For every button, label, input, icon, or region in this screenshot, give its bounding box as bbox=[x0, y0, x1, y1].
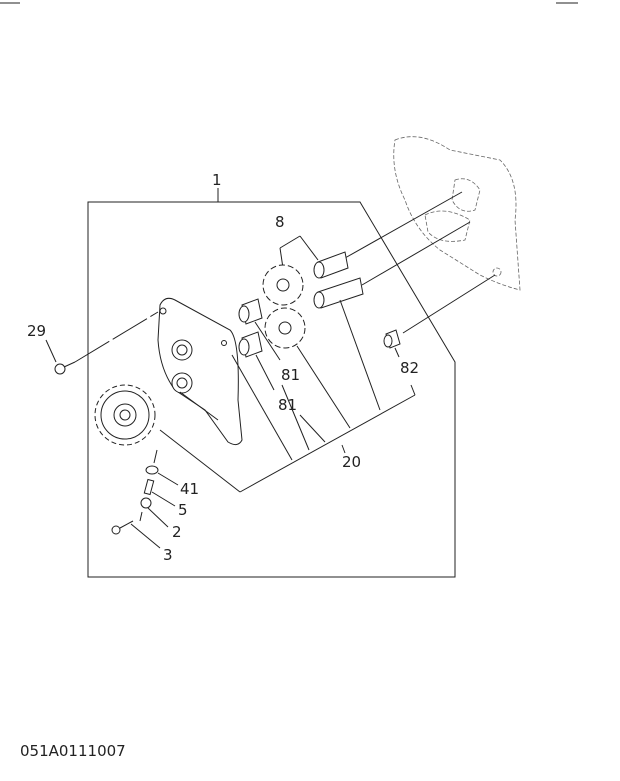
bolt-29 bbox=[54, 361, 76, 375]
pin-81-upper bbox=[238, 298, 263, 325]
callout-41: 41 bbox=[180, 480, 199, 498]
inner-gear-upper bbox=[262, 264, 304, 306]
bushing-82 bbox=[383, 329, 401, 349]
callout-3: 3 bbox=[163, 546, 173, 564]
drawing-number: 051A0111007 bbox=[20, 742, 126, 760]
pin-81-lower bbox=[238, 331, 263, 358]
callout-29: 29 bbox=[27, 322, 46, 340]
o-ring-41 bbox=[145, 465, 159, 475]
callout-20: 20 bbox=[342, 453, 361, 471]
pin-8-upper bbox=[313, 251, 349, 279]
callout-8: 8 bbox=[275, 213, 285, 231]
spring-5 bbox=[143, 478, 155, 496]
plunger-2 bbox=[140, 497, 152, 509]
callout-2: 2 bbox=[172, 523, 182, 541]
pin-8-lower bbox=[313, 277, 364, 309]
assembly-frame bbox=[87, 201, 456, 578]
callout-82: 82 bbox=[400, 359, 419, 377]
plug-3 bbox=[111, 520, 134, 535]
inner-gear-lower bbox=[264, 307, 306, 349]
callout-81-upper: 81 bbox=[281, 366, 300, 384]
engine-block-sketch bbox=[393, 136, 521, 291]
drive-gear bbox=[94, 384, 156, 446]
callout-1: 1 bbox=[212, 171, 222, 189]
oil-pump-body bbox=[157, 297, 243, 446]
callout-5: 5 bbox=[178, 501, 188, 519]
